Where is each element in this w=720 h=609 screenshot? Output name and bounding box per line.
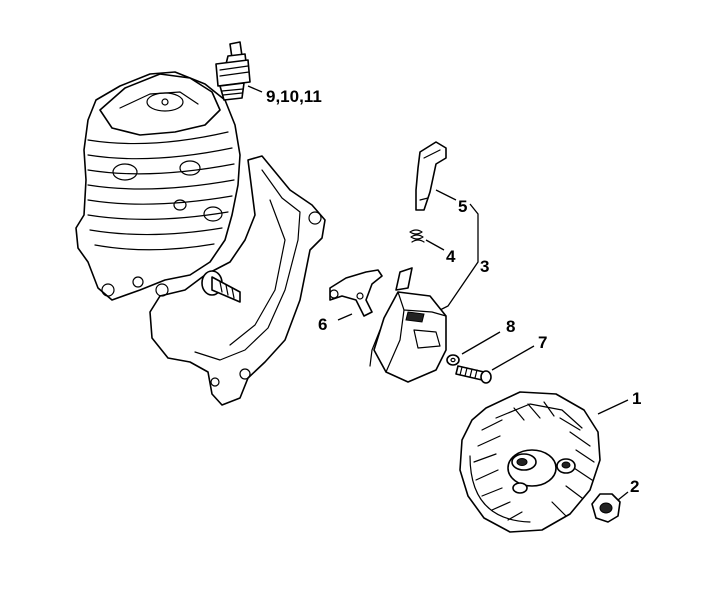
callout-5: 5 bbox=[458, 197, 467, 216]
callout-1: 1 bbox=[632, 389, 641, 408]
spark-plug-boot bbox=[415, 141, 447, 211]
callout-7: 7 bbox=[538, 333, 547, 352]
callout-8: 8 bbox=[506, 317, 515, 336]
spark-plug bbox=[215, 41, 251, 101]
flywheel bbox=[459, 391, 601, 533]
callout-9-10-11: 9,10,11 bbox=[266, 87, 322, 106]
callout-6: 6 bbox=[318, 315, 327, 334]
screw bbox=[455, 365, 492, 384]
spring bbox=[409, 229, 425, 243]
cylinder-head bbox=[99, 73, 221, 136]
engine-assembly bbox=[75, 71, 326, 406]
crankshaft-stub bbox=[201, 270, 241, 303]
crankcase bbox=[149, 155, 326, 406]
washer bbox=[446, 354, 460, 366]
ignition-module bbox=[369, 267, 447, 383]
callout-3: 3 bbox=[480, 257, 489, 276]
nut bbox=[591, 493, 621, 523]
callout-4: 4 bbox=[446, 247, 456, 266]
callout-2: 2 bbox=[630, 477, 639, 496]
clip bbox=[329, 269, 383, 317]
